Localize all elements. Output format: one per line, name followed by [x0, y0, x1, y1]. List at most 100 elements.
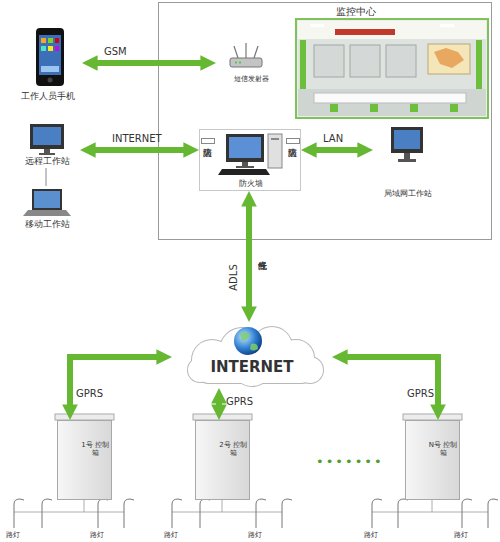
- laptop-icon: [32, 189, 62, 210]
- mobile-phone-icon: [41, 46, 46, 51]
- control-room-photo: [296, 19, 488, 118]
- double-arrow: [340, 357, 438, 412]
- lamp-label: 路灯: [164, 530, 178, 540]
- cloud-fill: [188, 327, 323, 386]
- firewall-tag: 防火墙: [201, 138, 215, 144]
- cloud-outline: [188, 327, 323, 386]
- control-room-photo: [440, 24, 454, 27]
- remote-workstation-node: 远程工作站: [14, 122, 80, 168]
- sms-router-icon: [239, 62, 241, 64]
- lamp-wires: [14, 500, 488, 512]
- control-room-photo: [298, 21, 486, 39]
- control-room-photo: [350, 45, 380, 77]
- link-label: GPRS: [407, 388, 434, 399]
- sms-router-icon: [230, 58, 262, 67]
- control-room-photo: [410, 104, 418, 112]
- sms-router-icon: [235, 62, 237, 64]
- link-line: [46, 168, 47, 186]
- double-arrow: [90, 60, 208, 66]
- mobile-phone-icon: [48, 78, 53, 83]
- control-room-photo: [370, 104, 378, 112]
- node-label: 远程工作站: [14, 156, 80, 166]
- control-cabinet: 2号 控制箱: [195, 420, 250, 500]
- firewall-tag: 防火墙: [286, 138, 300, 144]
- remote-workstation-icon: [44, 149, 50, 153]
- server-computer-icon: [271, 138, 279, 140]
- mobile-phone-icon: [36, 28, 64, 86]
- lan-workstation-icon: [404, 153, 410, 159]
- node-label: N号 控制箱: [428, 441, 458, 457]
- node-label: 工作人员手机: [14, 91, 82, 101]
- link-label: LAN: [323, 133, 343, 144]
- laptop-icon: [23, 189, 71, 216]
- server-computer-icon: [229, 137, 261, 158]
- globe-icon: [240, 332, 258, 350]
- link-label: INTERNET: [112, 133, 162, 144]
- laptop-icon: [34, 191, 60, 208]
- remote-workstation-icon: [30, 124, 64, 149]
- control-room-photo: [314, 45, 344, 77]
- mobile-phone-icon: [41, 66, 59, 72]
- node-label: 2号 控制箱: [218, 441, 248, 457]
- street-lamps: [14, 499, 498, 528]
- lamp-label: 路灯: [90, 530, 104, 540]
- sms-router-icon: [234, 46, 238, 58]
- lamp-label: 路灯: [454, 530, 468, 540]
- remote-workstation-icon: [33, 127, 61, 145]
- link-label: GPRS: [226, 396, 253, 407]
- server-computer-icon: [236, 166, 254, 168]
- node-label: 防火墙: [200, 179, 302, 188]
- lamp-label: 路灯: [364, 530, 378, 540]
- laptop-icon: [23, 210, 71, 216]
- control-room-photo: [298, 89, 486, 116]
- control-cabinet: N号 控制箱: [405, 420, 460, 500]
- lan-workstation-node: 局域网工作站: [373, 123, 443, 203]
- control-room-photo: [450, 104, 458, 112]
- server-computer-icon: [218, 134, 282, 175]
- node-label: 移动工作站: [14, 219, 80, 229]
- control-cabinet: 1号 控制箱: [57, 420, 112, 500]
- lamp-wires: [14, 500, 488, 512]
- sms-device-node: 短信发射器: [216, 39, 286, 89]
- globe-icon: [234, 327, 262, 355]
- mobile-phone-icon: [36, 28, 64, 86]
- mobile-phone-icon: [55, 46, 59, 51]
- remote-workstation-icon: [30, 124, 64, 155]
- street-lamps: [14, 499, 498, 528]
- control-room-photo: [298, 39, 486, 89]
- sms-router-icon: [245, 43, 246, 58]
- remote-workstation-icon: [39, 153, 55, 155]
- mobile-phone-icon: [55, 38, 59, 43]
- internet-cloud: INTERNET: [172, 322, 332, 388]
- sms-router-icon: [230, 43, 262, 67]
- lan-workstation-icon: [391, 127, 423, 162]
- control-room-photo: [310, 24, 324, 27]
- mobile-phone-icon: [48, 38, 53, 43]
- node-label: INTERNET: [172, 359, 332, 376]
- lan-workstation-icon: [394, 130, 420, 149]
- cloud-outline: [172, 322, 332, 388]
- node-label: 局域网工作站: [373, 189, 443, 198]
- double-arrow: [246, 199, 252, 314]
- link-label: ADLS: [228, 264, 239, 290]
- mobile-phone-icon: [39, 35, 61, 75]
- server-computer-icon: [226, 134, 264, 162]
- sms-router-icon: [254, 46, 258, 58]
- lamp-label: 路灯: [248, 530, 262, 540]
- monitoring-center-box: 监控中心短信发射器防火墙防火墙防火墙局域网工作站: [158, 2, 492, 240]
- phone-node: 工作人员手机: [14, 24, 82, 106]
- lamp-label: 路灯: [6, 530, 20, 540]
- lan-workstation-icon: [398, 159, 416, 162]
- control-room-photo: [428, 44, 470, 74]
- double-arrow: [70, 357, 164, 412]
- control-room-photo: [314, 93, 466, 103]
- node-label: 短信发射器: [216, 75, 286, 83]
- server-computer-icon: [218, 169, 270, 175]
- link-label: GPRS: [76, 388, 103, 399]
- mobile-phone-icon: [48, 46, 53, 51]
- control-room-photo: [296, 19, 488, 118]
- link-label: GSM: [104, 46, 127, 57]
- server-node: 防火墙防火墙防火墙: [199, 129, 301, 191]
- lan-workstation-icon: [391, 127, 423, 153]
